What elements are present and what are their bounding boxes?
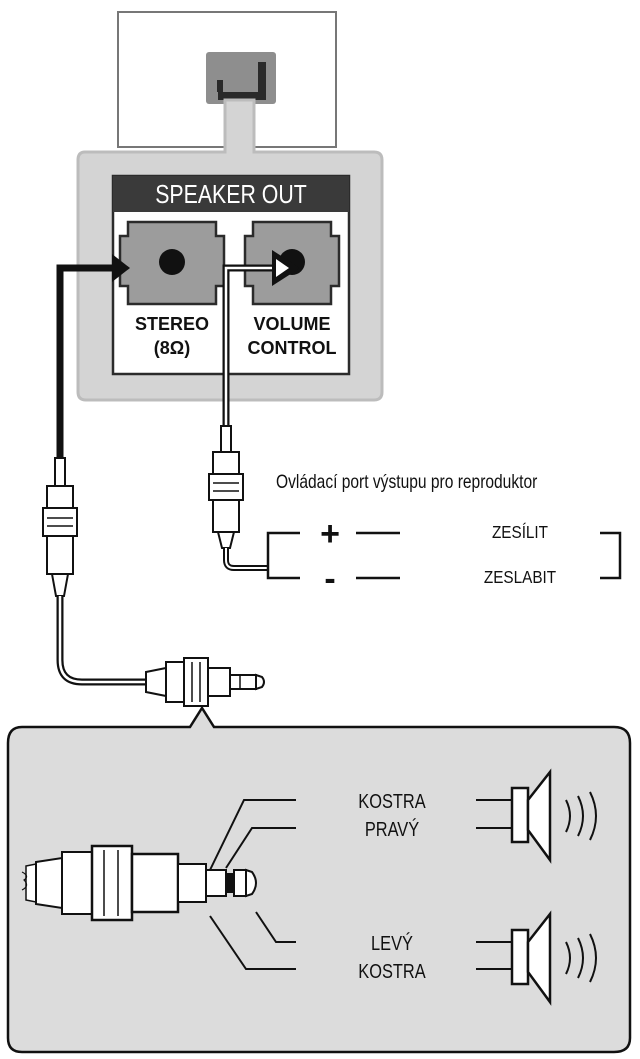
volume-label-line1: VOLUME [253,314,330,334]
volume-control-caption: Ovládací port výstupu pro reproduktor [276,471,537,493]
stereo-cable [42,457,148,686]
stereo-label-line1: STEREO [135,314,209,334]
speaker-out-panel: SPEAKER OUT STEREO (8Ω) VOLUME CONTROL [76,98,384,402]
stereo-label-line2: (8Ω) [154,338,190,358]
pin-pointer-lines [209,799,296,970]
volume-arrow [222,250,300,430]
stereo-jack[interactable] [118,220,226,306]
volume-control-cable [208,425,268,571]
label-ground-bottom: KOSTRA [358,959,426,982]
panel-title: SPEAKER OUT [155,180,307,210]
label-right: PRAVÝ [365,817,419,840]
left-speaker-icon [476,910,597,1006]
stereo-arrow [56,254,130,460]
volume-up-label: ZESÍLIT [492,522,548,542]
minus-symbol: - [324,560,335,598]
stereo-plug-small [145,657,265,707]
volume-down-label: ZESLABIT [484,567,556,587]
panel-title-bar [113,176,349,212]
plug-detail-box [6,705,632,1054]
label-ground-top: KOSTRA [358,789,426,812]
volume-label-line2: CONTROL [248,338,337,358]
right-speaker-icon [476,768,597,864]
label-left: LEVÝ [371,931,413,954]
volume-control-legend: Ovládací port výstupu pro reproduktor + … [266,471,622,598]
large-stereo-plug [21,844,257,922]
plus-symbol: + [320,515,340,553]
